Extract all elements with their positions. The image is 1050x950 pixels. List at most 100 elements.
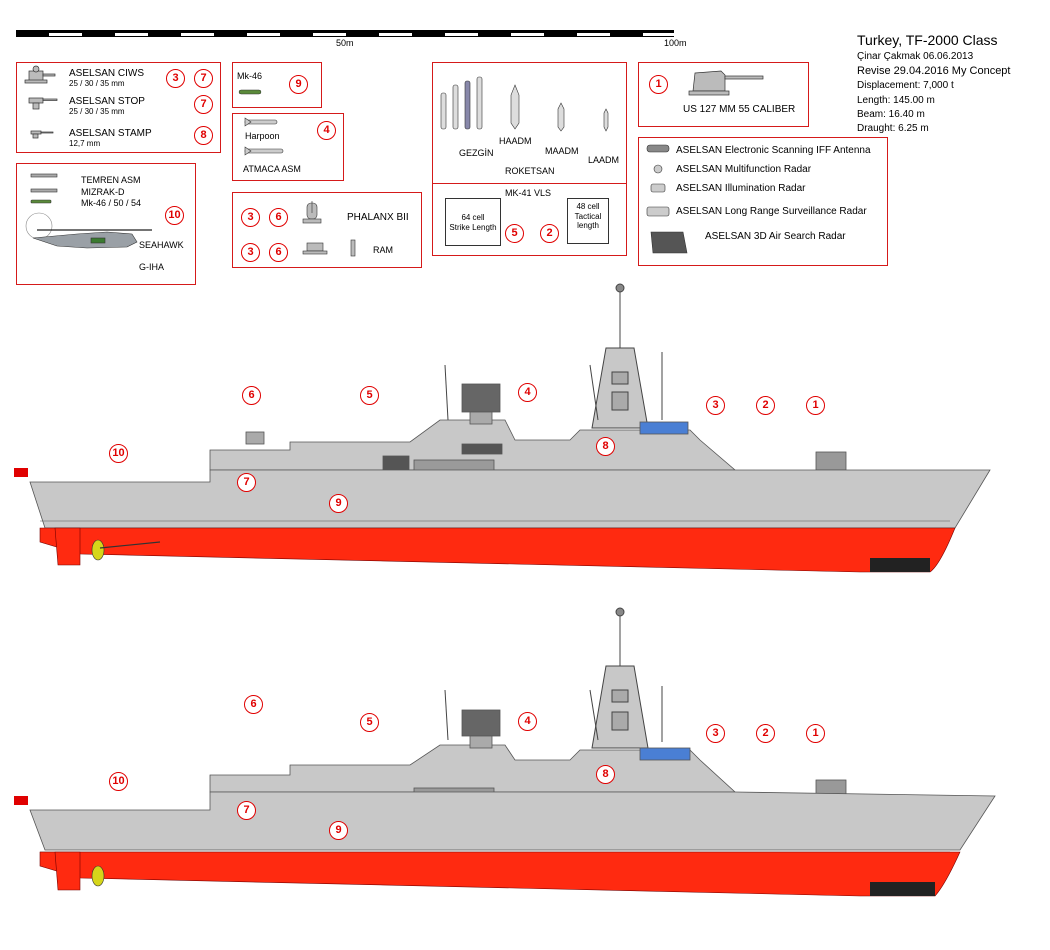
frigate-drawing	[14, 607, 996, 897]
phalanx-icon	[302, 201, 356, 257]
illumination-label: ASELSAN Illumination Radar	[676, 183, 806, 194]
ship-ref-number: 2	[756, 396, 775, 415]
ship-ref-number: 6	[244, 695, 263, 714]
strike-length-label: 64 cell Strike Length	[449, 213, 497, 232]
harpoon-label: Harpoon	[245, 131, 280, 141]
haadm-label: HAADM	[499, 136, 532, 146]
ship-ref-number: 9	[329, 821, 348, 840]
strike-length-cell: 64 cell Strike Length	[445, 198, 501, 246]
phalanx-label: PHALANX BII	[347, 212, 409, 223]
seahawk-label: SEAHAWK	[139, 240, 184, 250]
ref-number: 3	[166, 69, 185, 88]
mizrak-label: MIZRAK-D	[81, 187, 125, 197]
tactical-length-label: 48 cell Tactical length	[574, 202, 602, 231]
ref-number: 4	[317, 121, 336, 140]
vls-legend-box: MK-41 VLS 64 cell Strike Length 48 cell …	[432, 183, 627, 256]
vls-title: MK-41 VLS	[505, 188, 552, 198]
ship-ref-number: 3	[706, 396, 725, 415]
ship-ref-number: 7	[237, 473, 256, 492]
length-spec: Length: 145.00 m	[857, 95, 935, 106]
ram-label: RAM	[373, 245, 393, 255]
ship-ref-number: 9	[329, 494, 348, 513]
ship-ref-number: 5	[360, 713, 379, 732]
ship-ref-number: 6	[242, 386, 261, 405]
ship-profile-lower	[0, 600, 1050, 900]
naval-gun-icon	[688, 70, 764, 96]
radar-legend-box: ASELSAN Electronic Scanning IFF Antenna …	[638, 137, 888, 266]
displacement-spec: Displacement: 7,000 t	[857, 80, 954, 91]
hull-lower	[39, 851, 961, 897]
ref-number: 1	[649, 75, 668, 94]
ref-number: 8	[194, 126, 213, 145]
ship-ref-number: 5	[360, 386, 379, 405]
ref-number: 10	[165, 206, 184, 225]
ref-number: 7	[194, 69, 213, 88]
stamp-caliber: 12,7 mm	[69, 139, 101, 148]
roketsan-label: ROKETSAN	[505, 166, 555, 176]
maadm-label: MAADM	[545, 146, 579, 156]
ship-ref-number: 8	[596, 437, 615, 456]
hull-upper	[29, 791, 996, 851]
air-wing-legend-box: TEMREN ASM MIZRAK-D Mk-46 / 50 / 54 SEAH…	[16, 163, 196, 285]
gezgin-label: GEZGİN	[459, 148, 494, 158]
missile-legend-box: GEZGİN HAADM MAADM LAADM ROKETSAN	[432, 62, 627, 185]
air-search-label: ASELSAN 3D Air Search Radar	[705, 231, 846, 242]
stamp-label: ASELSAN STAMP	[69, 128, 152, 139]
lrsr-label: ASELSAN Long Range Surveillance Radar	[676, 206, 867, 217]
ship-ref-number: 4	[518, 712, 537, 731]
phalanx-legend-box: PHALANX BII RAM 3 6 3 6	[232, 192, 422, 268]
scale-label-50: 50m	[336, 38, 354, 48]
beam-spec: Beam: 16.40 m	[857, 109, 925, 120]
stop-label: ASELSAN STOP	[69, 96, 145, 107]
ship-ref-number: 2	[756, 724, 775, 743]
hull-upper	[29, 469, 991, 529]
ref-number: 9	[289, 75, 308, 94]
ref-number: 5	[505, 224, 524, 243]
hull-lower	[39, 527, 956, 573]
ship-ref-number: 10	[109, 772, 128, 791]
ship-ref-number: 4	[518, 383, 537, 402]
ship-ref-number: 1	[806, 724, 825, 743]
mk46-label: Mk-46	[237, 71, 263, 81]
page-title: Turkey, TF-2000 Class	[857, 32, 998, 48]
ciws-label: ASELSAN CIWS	[69, 68, 145, 79]
ship-ref-number: 3	[706, 724, 725, 743]
ref-number: 3	[241, 243, 260, 262]
ship-profile-upper	[0, 280, 1050, 580]
ship-ref-number: 1	[806, 396, 825, 415]
asm-legend-box: Harpoon ATMACA ASM 4	[232, 113, 344, 181]
helicopter-icon	[25, 173, 152, 249]
tactical-length-cell: 48 cell Tactical length	[567, 198, 609, 244]
main-gun-legend-box: US 127 MM 55 CALIBER 1	[638, 62, 809, 127]
laadm-label: LAADM	[588, 155, 620, 165]
ciws-icon	[24, 65, 58, 139]
torpedo-icon	[238, 89, 262, 95]
scale-bar	[16, 30, 674, 38]
guns-legend-box: ASELSAN CIWS 25 / 30 / 35 mm ASELSAN STO…	[16, 62, 221, 153]
sam-icon	[440, 76, 609, 132]
atmaca-label: ATMACA ASM	[243, 164, 301, 174]
ship-ref-number: 7	[237, 801, 256, 820]
temren-label: TEMREN ASM	[81, 175, 141, 185]
frigate-drawing	[14, 283, 991, 573]
radar-icons	[646, 144, 688, 254]
ref-number: 3	[241, 208, 260, 227]
ciws-caliber: 25 / 30 / 35 mm	[69, 79, 125, 88]
torpedo-legend-box: Mk-46 9	[232, 62, 322, 108]
iff-label: ASELSAN Electronic Scanning IFF Antenna	[676, 145, 871, 156]
missile-icon	[244, 117, 284, 156]
ref-number: 7	[194, 95, 213, 114]
ship-ref-number: 10	[109, 444, 128, 463]
mk46-series-label: Mk-46 / 50 / 54	[81, 198, 142, 208]
ref-number: 2	[540, 224, 559, 243]
ref-number: 6	[269, 243, 288, 262]
scale-label-100: 100m	[664, 38, 687, 48]
main-gun-label: US 127 MM 55 CALIBER	[683, 104, 796, 115]
mfr-label: ASELSAN Multifunction Radar	[676, 164, 812, 175]
draught-spec: Draught: 6.25 m	[857, 123, 929, 134]
revise-line: Revise 29.04.2016 My Concept	[857, 65, 1011, 77]
ref-number: 6	[269, 208, 288, 227]
ship-ref-number: 8	[596, 765, 615, 784]
giha-label: G-IHA	[139, 262, 165, 272]
author-line: Çinar Çakmak 06.06.2013	[857, 51, 974, 62]
